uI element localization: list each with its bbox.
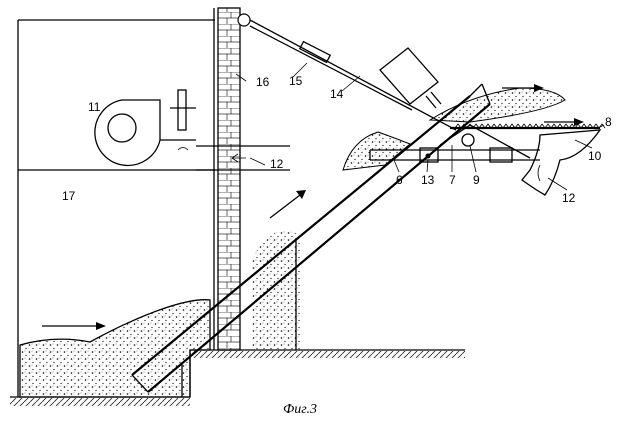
flow-arrows <box>42 84 584 330</box>
cables <box>250 20 456 130</box>
motor-icon <box>380 48 441 108</box>
brick-wall <box>214 8 240 350</box>
label-17: 17 <box>62 189 76 203</box>
label-13: 13 <box>421 173 435 187</box>
fan-icon <box>95 90 196 165</box>
pulley-icon <box>238 14 250 26</box>
label-8: 8 <box>605 115 612 129</box>
material-heap-middle <box>252 231 300 350</box>
label-12-pipe: 12 <box>270 157 284 171</box>
label-6: 6 <box>396 173 403 187</box>
label-14: 14 <box>330 87 344 101</box>
roller-icon <box>462 134 474 146</box>
label-12-scoop: 12 <box>562 191 576 205</box>
label-15: 15 <box>289 74 303 88</box>
spike-belt <box>450 124 605 128</box>
material-stream <box>430 88 565 122</box>
label-11: 11 <box>88 100 101 114</box>
label-7: 7 <box>449 173 456 187</box>
label-9: 9 <box>473 173 480 187</box>
label-16: 16 <box>256 75 270 89</box>
material-heap-upper <box>343 132 410 170</box>
figure-caption: Фиг.3 <box>283 402 317 417</box>
label-10: 10 <box>588 149 602 163</box>
